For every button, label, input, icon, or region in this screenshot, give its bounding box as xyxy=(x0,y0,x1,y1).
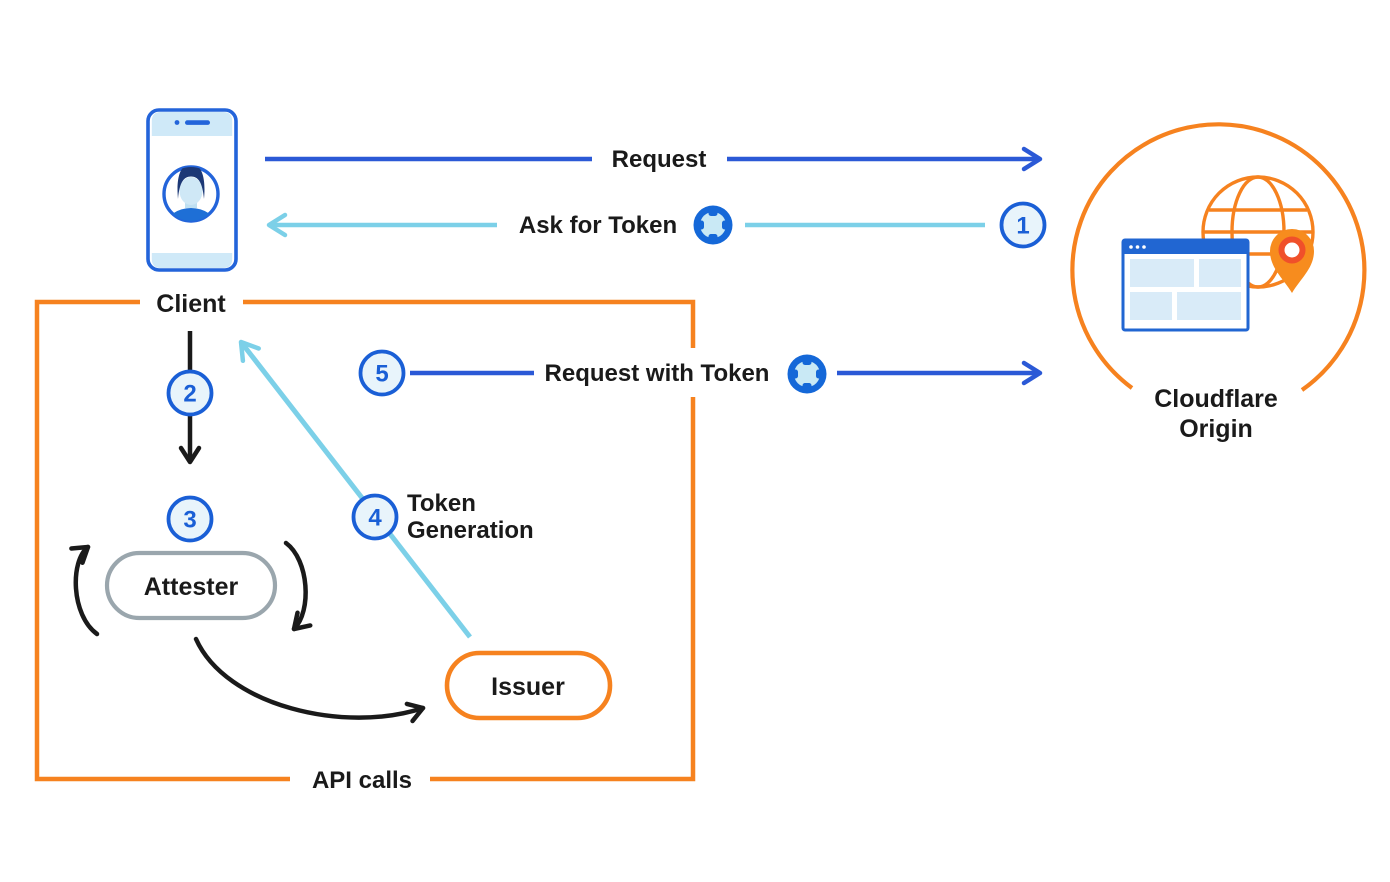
origin-label-line2: Origin xyxy=(1179,415,1253,443)
step-badge-5: 5 xyxy=(358,349,406,397)
token-generation-label-line1: Token xyxy=(407,490,476,517)
request-with-token-label: Request with Token xyxy=(545,360,770,387)
browser-window-icon xyxy=(1121,238,1250,332)
svg-text:5: 5 xyxy=(375,361,388,388)
token-icon xyxy=(693,205,733,245)
step-badge-1: 1 xyxy=(999,201,1047,249)
client-phone-icon xyxy=(146,108,238,272)
phone-bottombar xyxy=(151,253,233,268)
issuer-node: Issuer xyxy=(444,650,613,721)
api-calls-label: API calls xyxy=(312,767,412,794)
step-badge-2: 2 xyxy=(166,369,214,417)
svg-text:2: 2 xyxy=(183,381,196,408)
token-generation-label-line2: Generation xyxy=(407,517,534,544)
ask-for-token-label: Ask for Token xyxy=(519,212,677,239)
attester-node: Attester xyxy=(104,550,278,621)
issuer-label: Issuer xyxy=(491,673,565,701)
attester-cycle-arrow-right xyxy=(283,540,313,632)
request-label: Request xyxy=(612,146,707,173)
phone-camera-dot xyxy=(174,120,180,125)
token-icon xyxy=(787,354,827,394)
origin-circle xyxy=(1070,122,1367,392)
client-label: Client xyxy=(156,290,226,318)
location-pin-icon xyxy=(1270,229,1314,293)
step-badge-4: 4 xyxy=(351,493,399,541)
svg-text:4: 4 xyxy=(368,505,382,532)
attester-cycle-arrow-left xyxy=(69,544,100,637)
origin-label-line1: Cloudflare xyxy=(1154,385,1278,413)
attester-label: Attester xyxy=(144,573,239,601)
svg-text:3: 3 xyxy=(183,507,196,534)
api-boundary-box xyxy=(34,299,696,782)
phone-speaker-dash xyxy=(185,120,210,125)
svg-text:1: 1 xyxy=(1016,213,1029,240)
step-badge-3: 3 xyxy=(166,495,214,543)
token-generation-arrow xyxy=(238,339,472,639)
user-avatar-icon xyxy=(162,165,220,223)
attester-to-issuer-arrow xyxy=(193,636,426,724)
